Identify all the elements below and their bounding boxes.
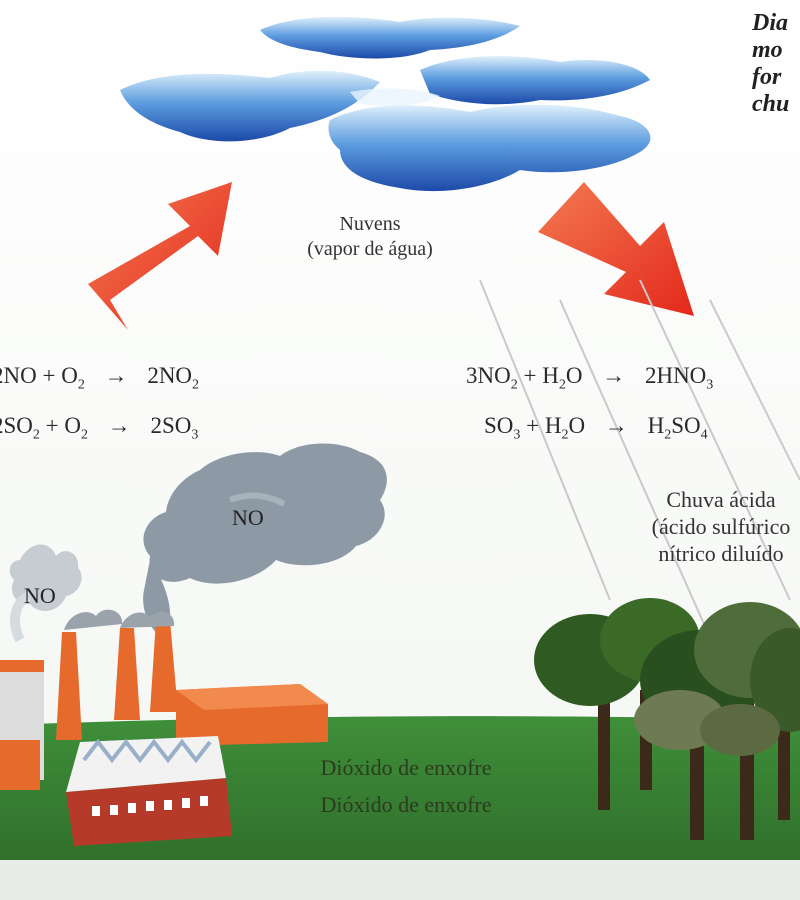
title-line-3: for [752, 64, 782, 91]
ground-label-line-1: Dióxido de enxofre [320, 755, 492, 780]
title-line-1: Dia [752, 10, 788, 36]
smoke-label-no-small: NO [24, 583, 56, 608]
reaction-arrow-icon: → [104, 363, 128, 388]
rain-lines [479, 279, 800, 661]
equation-nitric-acid: 3NO2 + H2O → 2HNO3 [466, 363, 714, 393]
equation-no-oxidation: 2NO + O2 → 2NO2 [0, 363, 200, 393]
reaction-arrow-icon: → [107, 413, 131, 438]
clouds-label-line-1: Nuvens [339, 213, 401, 235]
title-line-2: mo [752, 37, 783, 64]
acid-rain-line-3: nítrico diluído [658, 541, 784, 567]
factory-icon [0, 609, 328, 846]
clouds-label: Nuvens (vapor de água) [270, 214, 470, 260]
reaction-arrow-icon: → [604, 413, 628, 438]
smoke-plume-small-icon [9, 544, 82, 643]
ground-label-line-2: Dióxido de enxofre [320, 792, 492, 818]
forest-icon [534, 598, 800, 840]
ground-label: Dióxido de enxofre Dióxido de enxofre [256, 756, 556, 816]
title-line-4: chu [752, 91, 790, 118]
smoke-label-no: NO [232, 505, 264, 530]
reaction-arrow-icon: → [602, 363, 626, 388]
acid-rain-line-1: Chuva ácida [666, 487, 776, 512]
acid-rain-label: Chuva ácida (ácido sulfúrico nítrico dil… [616, 488, 800, 565]
equation-sulfuric-acid: SO3 + H2O → H2SO4 [484, 413, 708, 443]
evaporation-arrow-icon [88, 182, 232, 330]
diagram-title: Dia mo for chu [752, 10, 800, 118]
rain-arrow-icon [538, 182, 694, 316]
clouds-icon [120, 16, 651, 192]
clouds-label-line-2: (vapor de água) [307, 238, 433, 260]
acid-rain-line-2: (ácido sulfúrico [651, 514, 791, 540]
